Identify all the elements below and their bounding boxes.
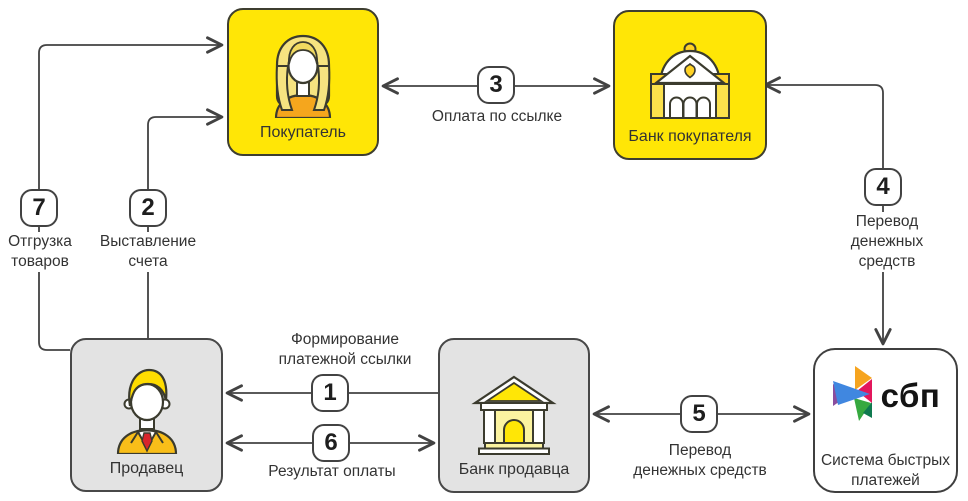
step-4-badge: 4 bbox=[864, 168, 902, 206]
buyer-person-icon bbox=[268, 10, 338, 118]
connector-step-2 bbox=[147, 108, 224, 338]
node-buyer-label: Покупатель bbox=[260, 124, 346, 141]
node-seller-label: Продавец bbox=[109, 460, 184, 477]
connector-step-4 bbox=[763, 76, 892, 346]
node-seller-bank: Банк продавца bbox=[438, 338, 590, 493]
step-7-badge: 7 bbox=[20, 189, 58, 227]
step-3-label: Оплата по ссылке bbox=[428, 107, 566, 127]
node-seller-bank-label: Банк продавца bbox=[458, 461, 570, 478]
step-5-label: Перевод денежных средств bbox=[630, 441, 770, 481]
step-6-badge: 6 bbox=[312, 424, 350, 462]
sbp-logo-text: сбп bbox=[880, 376, 941, 414]
node-sbp: сбп Система быстрых платежей bbox=[813, 348, 958, 493]
node-buyer-bank-label: Банк покупателя bbox=[628, 128, 752, 145]
step-4-label: Перевод денежных средств bbox=[846, 212, 928, 272]
seller-person-icon bbox=[112, 340, 182, 454]
domed-bank-icon bbox=[643, 12, 737, 122]
sbp-logo-icon bbox=[831, 364, 876, 427]
node-seller: Продавец bbox=[70, 338, 223, 492]
step-1-badge: 1 bbox=[311, 374, 349, 412]
step-5-badge: 5 bbox=[680, 395, 718, 433]
step-3-badge: 3 bbox=[477, 66, 515, 104]
step-6-label: Результат оплаты bbox=[265, 462, 399, 482]
step-2-badge: 2 bbox=[129, 189, 167, 227]
node-sbp-label: Система быстрых платежей bbox=[820, 452, 951, 489]
step-7-label: Отгрузка товаров bbox=[5, 232, 75, 272]
node-buyer: Покупатель bbox=[227, 8, 379, 156]
temple-bank-icon bbox=[471, 340, 557, 455]
step-1-label: Формирование платежной ссылки bbox=[275, 330, 415, 370]
node-buyer-bank: Банк покупателя bbox=[613, 10, 767, 160]
step-2-label: Выставление счета bbox=[96, 232, 200, 272]
